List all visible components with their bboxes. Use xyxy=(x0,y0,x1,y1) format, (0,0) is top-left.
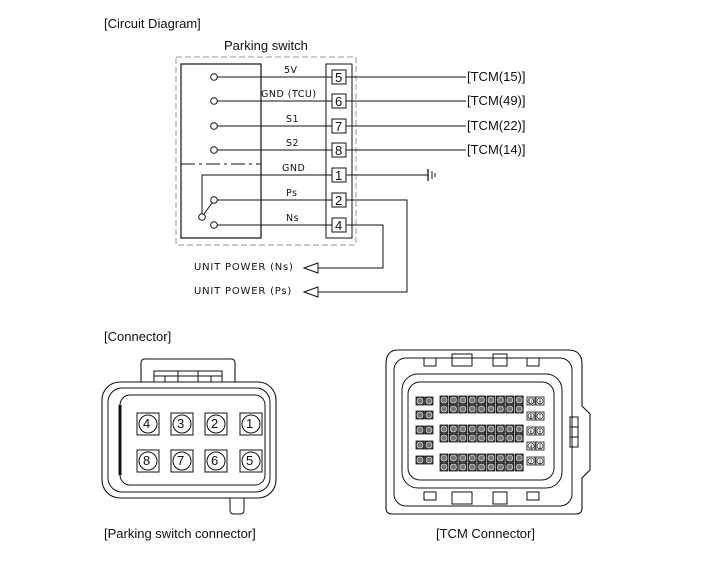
connector-latch xyxy=(140,358,236,382)
connector-heading: [Connector] xyxy=(104,329,172,344)
parking-switch-title: Parking switch xyxy=(224,38,308,53)
tcm-pin-label: 5 xyxy=(539,429,542,435)
signal-label-5v: 5V xyxy=(284,65,298,76)
arrow-ps-icon xyxy=(302,286,319,298)
ps-pin-5: 5 xyxy=(246,453,254,468)
signal-label-gnd-tcu: GND (TCU) xyxy=(261,89,317,100)
arrow-ns-icon xyxy=(302,262,319,274)
pin-number-4: 4 xyxy=(335,218,343,233)
signal-label-gnd: GND xyxy=(282,163,306,174)
pin-number-8: 8 xyxy=(335,143,343,158)
pin-number-5: 5 xyxy=(335,70,343,85)
signal-wires xyxy=(210,73,332,154)
pin-number-2: 2 xyxy=(335,193,343,208)
switch-boundary xyxy=(175,56,357,246)
ps-pin-4: 4 xyxy=(143,416,151,431)
unit-power-wires xyxy=(302,199,408,298)
tcm-pin-label: 6 xyxy=(530,429,533,435)
tcm-pin-label: 2 xyxy=(530,459,533,465)
tcm-destination-14: [TCM(14)] xyxy=(467,142,526,157)
tcm-destination-22: [TCM(22)] xyxy=(467,118,526,133)
tcm-pin-label: 10 xyxy=(528,399,534,405)
connector-housing xyxy=(325,63,353,239)
pin-number-6: 6 xyxy=(335,94,343,109)
tcm-destination-49: [TCM(49)] xyxy=(467,93,526,108)
ps-pin-8: 8 xyxy=(143,453,151,468)
pin-number-7: 7 xyxy=(335,119,343,134)
signal-label-ps: Ps xyxy=(286,188,298,199)
tcm-pin-label: 3 xyxy=(539,444,542,450)
switch-contacts xyxy=(198,174,332,229)
tcm-pin-label: 9 xyxy=(539,399,542,405)
unit-power-ps-label: UNIT POWER (Ps) xyxy=(194,286,293,297)
tcm-pin-label: 8 xyxy=(530,414,533,420)
tcm-shell xyxy=(385,349,591,515)
ps-pin-6: 6 xyxy=(211,453,219,468)
ps-pin-7: 7 xyxy=(177,453,185,468)
tcm-pin-label: 1 xyxy=(539,459,542,465)
unit-power-ns-label: UNIT POWER (Ns) xyxy=(194,262,294,273)
signal-label-s2: S2 xyxy=(286,138,300,149)
switch-pivot xyxy=(198,213,206,221)
tcm-destination-15: [TCM(15)] xyxy=(467,69,526,84)
circuit-diagram-heading: [Circuit Diagram] xyxy=(104,16,201,31)
pin-number-1: 1 xyxy=(335,168,343,183)
parking-switch-connector-caption: [Parking switch connector] xyxy=(104,526,256,541)
connector-tab xyxy=(229,498,245,515)
switch-body xyxy=(180,63,262,239)
ps-pin-3: 3 xyxy=(177,416,185,431)
connector-shell xyxy=(101,381,277,499)
tcm-wires xyxy=(346,76,466,151)
tcm-connector-caption: [TCM Connector] xyxy=(436,526,535,541)
ps-pin-2: 2 xyxy=(211,416,219,431)
signal-label-ns: Ns xyxy=(286,213,300,224)
connector-pins xyxy=(136,412,263,473)
tcm-pin-label: 4 xyxy=(530,444,533,450)
ps-pin-1: 1 xyxy=(246,416,254,431)
ground-symbol-icon xyxy=(346,169,436,181)
signal-label-s1: S1 xyxy=(286,114,300,125)
tcm-pin-label: 7 xyxy=(539,414,542,420)
